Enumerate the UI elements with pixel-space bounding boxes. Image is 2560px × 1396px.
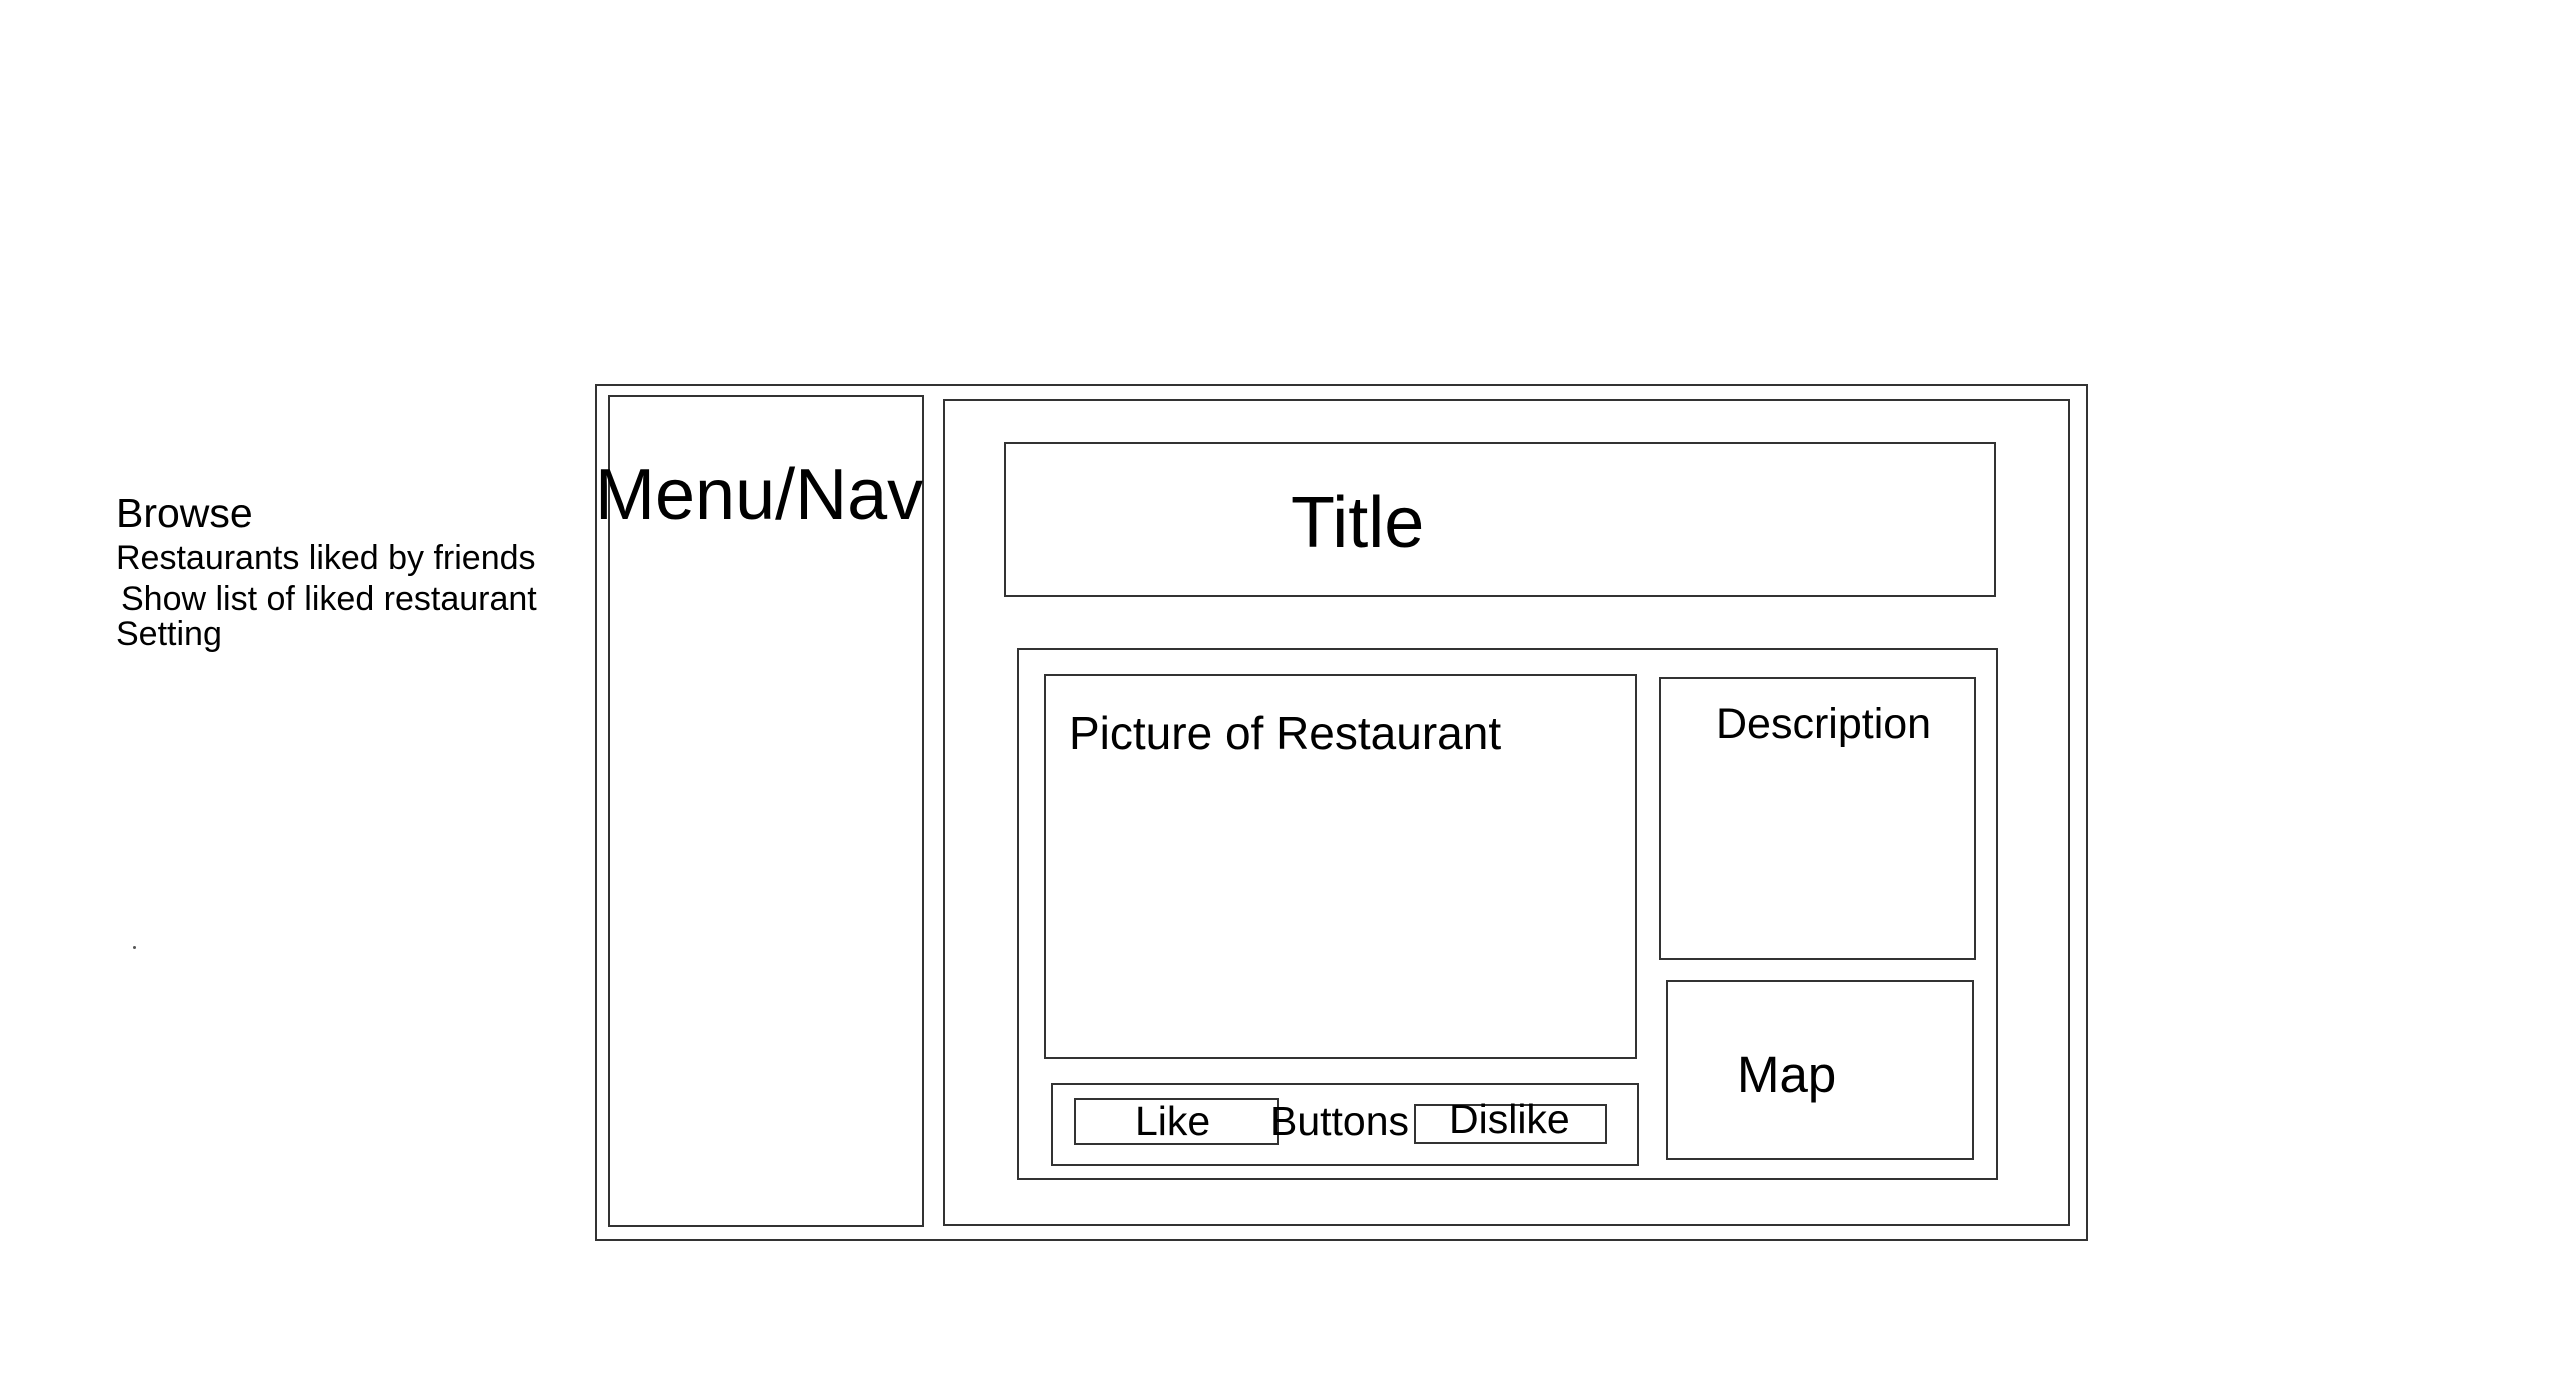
- note-setting: Setting: [116, 615, 222, 653]
- stray-dot: [133, 946, 136, 949]
- note-restaurants-liked-by-friends: Restaurants liked by friends: [116, 539, 536, 577]
- description-box: [1659, 677, 1976, 960]
- menu-nav-panel: [608, 395, 924, 1227]
- buttons-group: [1051, 1083, 1639, 1166]
- title-label: Title: [1291, 483, 1425, 563]
- restaurant-picture-box: [1044, 674, 1637, 1059]
- like-button[interactable]: [1074, 1098, 1279, 1145]
- content-box: [1017, 648, 1998, 1180]
- menu-nav-label: Menu/Nav: [595, 455, 924, 535]
- main-panel: [943, 399, 2070, 1226]
- description-label: Description: [1716, 700, 1932, 748]
- restaurant-picture-label: Picture of Restaurant: [1069, 707, 1502, 759]
- outer-frame: [595, 384, 2088, 1241]
- note-show-liked-list: Show list of liked restaurant: [121, 580, 537, 618]
- title-box: [1004, 442, 1996, 597]
- map-label: Map: [1737, 1046, 1837, 1103]
- note-browse: Browse: [116, 490, 253, 536]
- dislike-button[interactable]: [1414, 1104, 1607, 1144]
- buttons-group-label: Buttons: [1270, 1098, 1410, 1144]
- map-box: [1666, 980, 1974, 1160]
